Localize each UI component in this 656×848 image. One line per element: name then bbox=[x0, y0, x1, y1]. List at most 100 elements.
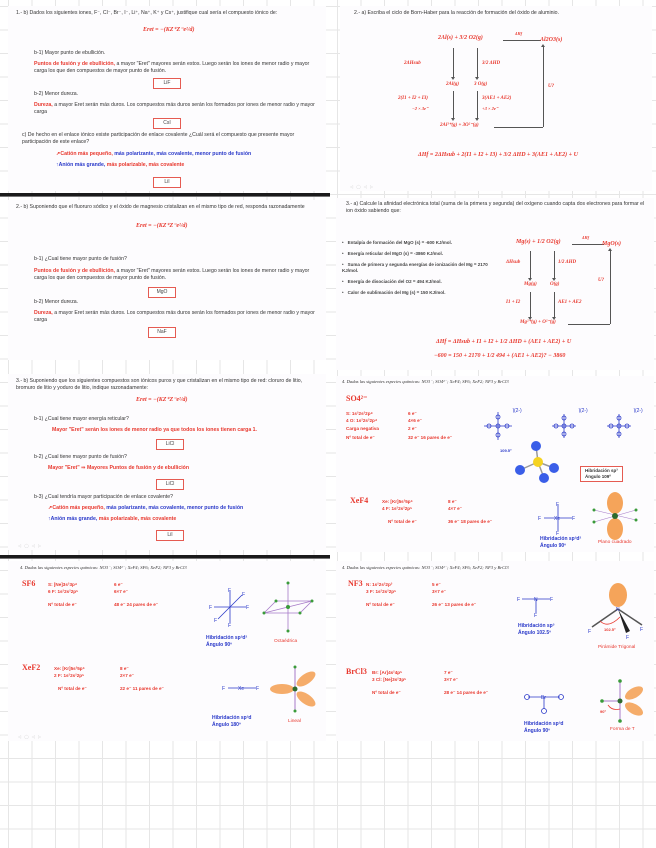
config-row: Xe: [Kr]5s²5p⁶ bbox=[382, 499, 413, 504]
total-value: 28 e⁻ 14 pares de e⁻ bbox=[444, 689, 489, 695]
lattice-energy-formula: Eret = −(KZ⁺Z⁻e²/d) bbox=[143, 27, 195, 33]
b2-answer: Dureza, a mayor Eret serán más duros. Lo… bbox=[34, 102, 319, 116]
geometry-label: Lineal bbox=[288, 719, 301, 724]
species-xef4: XeF4 bbox=[350, 496, 369, 505]
slide-1-ionic-compounds: 1.- b) Dados los siguientes iones, F⁻, C… bbox=[8, 6, 326, 191]
config-row: 2 F: 1s²2s²2p⁵ bbox=[54, 673, 85, 679]
geometry-label: Plano cuadrado bbox=[598, 540, 632, 545]
answer-highlight: Puntos de fusión y de ebullición, bbox=[34, 268, 115, 274]
angle-text: Ángulo 102.5º bbox=[518, 630, 551, 636]
gaseous-ions: Mg²⁺(g) + O²⁻(g) bbox=[520, 320, 556, 325]
electron-count: 6 e⁻ bbox=[408, 411, 417, 416]
config-column: Xe: [Kr]5s²5p⁶ 2 F: 1s²2s²2p⁵ Nº total d… bbox=[54, 665, 87, 692]
given-item: Suma de primera y segunda energías de io… bbox=[342, 262, 492, 274]
electron-count: 8 e⁻ bbox=[448, 499, 457, 504]
b3-line-1: ↗Catión más pequeño, más polarizante, má… bbox=[48, 505, 243, 512]
config-row: Br: [Ar]4s²4p⁵ bbox=[372, 670, 403, 675]
svg-text:F: F bbox=[556, 502, 559, 508]
hybridization-text: Hibridación sp³d² bbox=[540, 536, 582, 542]
answer-text: a mayor Eret serán más duros. Los compue… bbox=[34, 102, 315, 116]
electron-column: 8 e⁻ 4×7 e⁻ 36 e⁻ 18 pares de e⁻ bbox=[448, 498, 492, 525]
total-value: 36 e⁻ 18 pares de e⁻ bbox=[448, 518, 493, 524]
b1-label: b-1) ¿Cual tiene mayor energía reticular… bbox=[34, 416, 129, 422]
svg-text:F: F bbox=[556, 531, 559, 536]
lattice-energy-formula: Eret = −(KZ⁺Z⁻e²/d) bbox=[136, 397, 188, 403]
xef2-linear-model bbox=[270, 665, 316, 713]
ionization-label: I1 + I2 bbox=[506, 300, 521, 305]
given-item: Entalpía de formación del MgO (s) = -600… bbox=[342, 240, 492, 246]
slide-7-sf6-xef2: 4. Dadas las siguientes especies química… bbox=[8, 561, 326, 741]
total-value: 48 e⁻ 24 pares de e⁻ bbox=[114, 601, 159, 607]
dissociation-label: 1/2 ΔHD bbox=[558, 260, 577, 265]
hybridization-box: Hibridación sp³ Ángulo 109º bbox=[580, 466, 623, 483]
polarizing-text: más polarizante, más covalente, menor pu… bbox=[104, 505, 244, 511]
electron-column: 6 e⁻ 6×7 e⁻ 48 e⁻ 24 pares de e⁻ bbox=[114, 581, 158, 608]
slide-6-so4-xef4: 4. Dadas las siguientes especies química… bbox=[336, 376, 654, 552]
b3-label: b-3) ¿Cual tendría mayor participación d… bbox=[34, 494, 173, 500]
angle-text: Ángulo 109º bbox=[585, 474, 611, 480]
o-gas: O(g) bbox=[550, 282, 560, 287]
config-row: 6 F: 1s²2s²2p⁵ bbox=[48, 589, 79, 595]
born-haber-equation: ΔHf = 2ΔHsub + 2(I1 + I2 + I3) + 3/2 ΔHD… bbox=[418, 152, 578, 158]
answer-text: a mayor "Eret" mayores serán estos. Lueg… bbox=[34, 268, 310, 282]
polarizable-text: más polarizable, más covalente bbox=[105, 162, 185, 168]
b2-label: b-2) Menor dureza. bbox=[34, 91, 79, 97]
svg-text:F: F bbox=[534, 613, 537, 617]
electron-count: 2×7 e⁻ bbox=[120, 673, 135, 679]
brcl3-t-shape-model bbox=[600, 679, 644, 723]
svg-text:F: F bbox=[517, 597, 520, 603]
svg-text:F: F bbox=[228, 623, 231, 627]
electron-column: 8 e⁻ 2×7 e⁻ 22 e⁻ 11 pares de e⁻ bbox=[120, 665, 164, 692]
answer-box-naf: NaF bbox=[148, 327, 176, 338]
hybridization-label: Hibridación sp³d² Ángulo 90º bbox=[206, 635, 247, 649]
config-row: Xe: [Kr]5s²5p⁶ bbox=[54, 666, 85, 671]
slide-nav-controls: ◁ ◯ ◁ ▷ bbox=[350, 183, 375, 189]
o-gas: 3 O(g) bbox=[474, 82, 488, 87]
polarizing-text: más polarizante, más covalente, menor pu… bbox=[112, 151, 252, 157]
answer-box-licl-2: LiCl bbox=[156, 479, 184, 490]
slide-2-born-haber-al2o3: 2.- a) Escriba el ciclo de Born-Haber pa… bbox=[340, 6, 652, 191]
bond-angle-label: 90° bbox=[600, 709, 607, 714]
reactants: 2Al(s) + 3/2 O2(g) bbox=[438, 35, 483, 41]
hybridization-label: Hibridación sp³d Ángulo 180º bbox=[212, 715, 251, 729]
hybridization-label: Hibridación sp³ Ángulo 102.5º bbox=[518, 623, 554, 637]
electron-count: 2 e⁻ bbox=[408, 425, 417, 431]
xef4-square-planar-model bbox=[592, 492, 638, 540]
electron-column: 7 e⁻ 3×7 e⁻ 28 e⁻ 14 pares de e⁻ bbox=[444, 669, 488, 696]
ionization-arrow bbox=[451, 91, 455, 121]
answer-box-csi: CsI bbox=[153, 118, 181, 129]
brcl3-lewis-structure: Br bbox=[524, 694, 564, 714]
answer-box-lif: LiF bbox=[153, 78, 181, 89]
given-item: Calor de sublimación del Mg (s) = 150 KJ… bbox=[342, 290, 492, 296]
svg-text:F: F bbox=[246, 605, 249, 611]
hybridization-text: Hibridación sp³ bbox=[518, 623, 555, 629]
tetrahedral-model-icon bbox=[515, 441, 559, 483]
slide-nav-controls: ◁ ◯ ◁ ▷ bbox=[18, 733, 43, 739]
species-sf6: SF6 bbox=[22, 579, 36, 588]
numeric-equation: −600 = 150 + 2170 + 1/2 494 + (AE1 + AE2… bbox=[434, 353, 566, 359]
question-2b: 2.- b) Suponiendo que el fluoruro sódico… bbox=[16, 204, 305, 210]
lattice-unknown: U? bbox=[598, 278, 605, 283]
svg-text:N: N bbox=[616, 607, 620, 613]
question-1c: c) De hecho en el enlace iónico existe p… bbox=[22, 132, 295, 146]
svg-text:N: N bbox=[534, 597, 538, 603]
ionization-arrow bbox=[528, 292, 532, 320]
born-haber-equation: ΔHf = ΔHsub + I1 + I2 + 1/2 ΔHD + (AE1 +… bbox=[436, 339, 572, 345]
answer-highlight: Puntos de fusión y de ebullición, bbox=[34, 61, 115, 67]
sublimation-arrow bbox=[528, 251, 532, 281]
total-value: 22 e⁻ 11 pares de e⁻ bbox=[120, 685, 164, 691]
hybridization-text: Hibridación sp³ bbox=[585, 468, 618, 473]
hybridization-text: Hibridación sp³d² bbox=[206, 635, 248, 641]
total-label: Nº total de e⁻ bbox=[372, 689, 401, 695]
svg-text:F: F bbox=[588, 629, 591, 635]
reaction-arrow bbox=[503, 40, 541, 41]
config-column: Xe: [Kr]5s²5p⁶ 4 F: 1s²2s²2p⁵ Nº total d… bbox=[382, 498, 417, 525]
answer-text: a mayor Eret serán más duros. Los compue… bbox=[34, 310, 315, 324]
given-data-list: Entalpía de formación del MgO (s) = -600… bbox=[342, 240, 492, 301]
delta-hf-label: ΔHf bbox=[515, 31, 522, 36]
angle-text: Ángulo 180º bbox=[212, 722, 241, 728]
svg-text:⌉(2-): ⌉(2-) bbox=[633, 408, 643, 414]
